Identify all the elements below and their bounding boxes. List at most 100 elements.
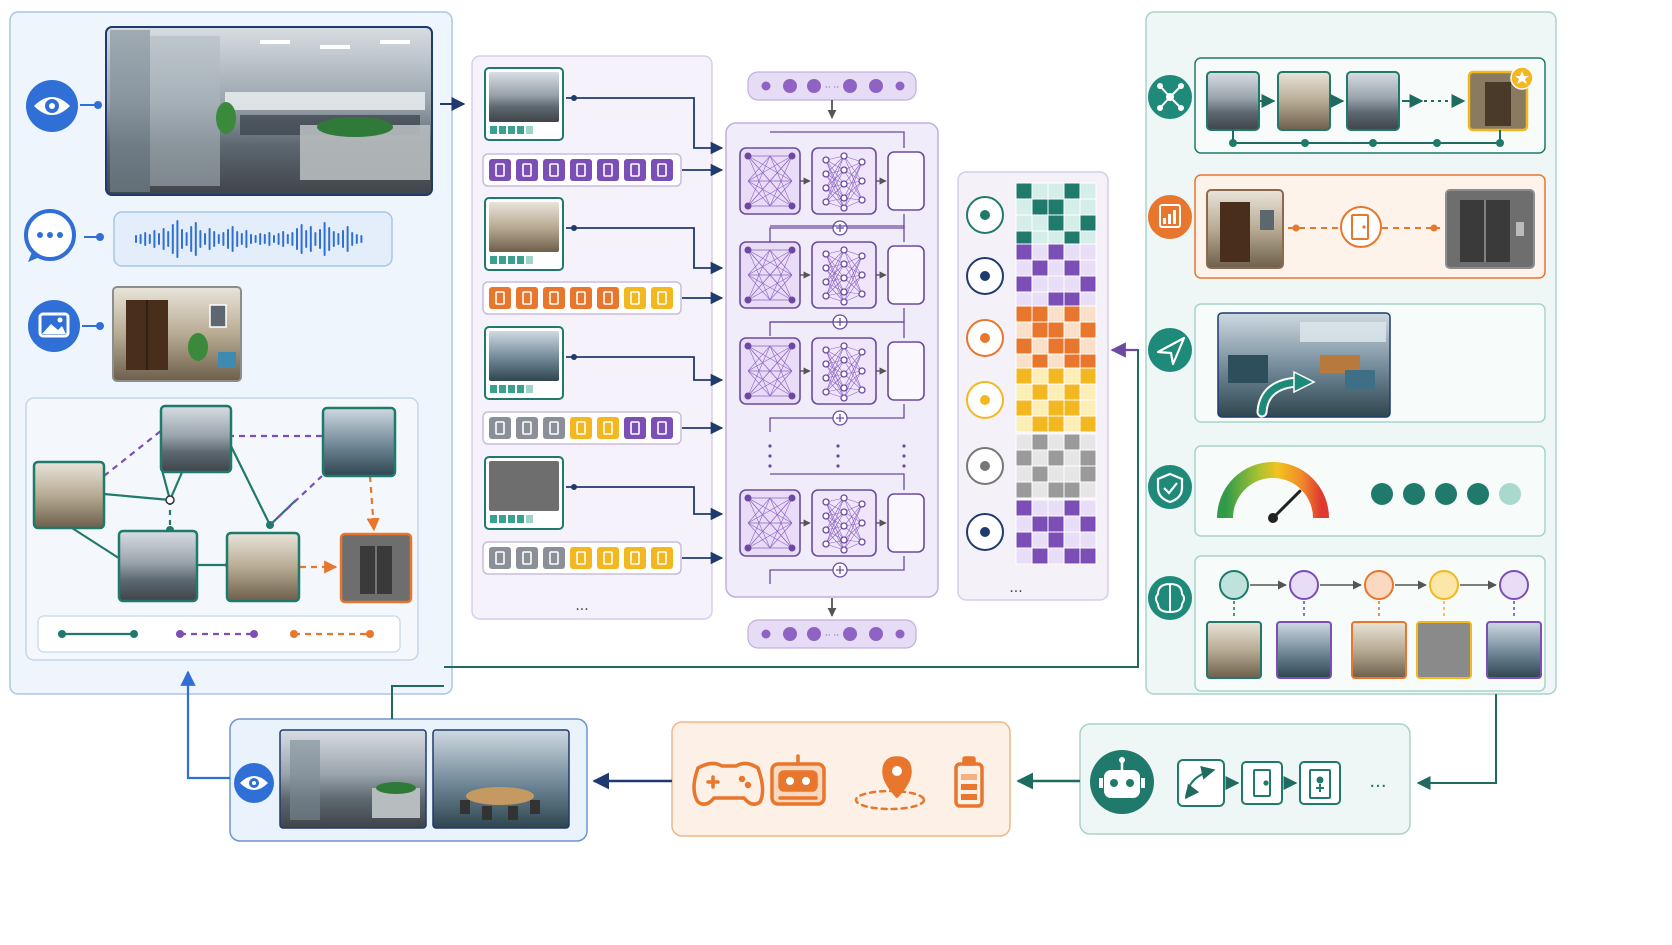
latent-token (761, 81, 771, 91)
frame-token (490, 515, 497, 523)
mlp-node (822, 156, 830, 164)
action-token (543, 159, 565, 181)
mlp-link (825, 497, 845, 531)
mlp-node (822, 170, 830, 178)
token-cell (1031, 259, 1049, 277)
mlp-link (843, 503, 863, 551)
mlp-node (840, 522, 848, 530)
token-cell (1063, 337, 1081, 355)
latent-token (783, 627, 797, 641)
action-token-strip (482, 411, 724, 445)
attention-node (744, 202, 752, 210)
mlp-link (825, 363, 845, 399)
mlp-link (843, 183, 863, 201)
door-action-icon (1241, 761, 1283, 805)
latent-token (843, 79, 857, 93)
mlp-link (843, 370, 863, 389)
mlp-node (840, 508, 848, 516)
mlp-link (825, 263, 845, 297)
norm-block (887, 341, 925, 401)
token-cell (1031, 481, 1049, 499)
mlp-node (858, 290, 866, 298)
layer-ellipsis-dot (768, 454, 772, 458)
prediction-heads (1148, 57, 1546, 692)
mlp-node (840, 394, 848, 402)
action-token (624, 547, 646, 569)
token-cell (1047, 383, 1065, 401)
confidence-dot (1499, 483, 1521, 505)
token-glyph (576, 163, 586, 177)
token-cell (1063, 481, 1081, 499)
frame-token (517, 385, 524, 393)
attention-link (747, 274, 793, 301)
attention-link (747, 497, 771, 549)
frame-token (517, 256, 524, 264)
mlp-link (843, 373, 863, 391)
gamepad-icon (692, 761, 765, 806)
token-glyph (657, 551, 667, 565)
mlp-link (825, 373, 845, 393)
node-office-open (159, 404, 233, 474)
mlp-link (843, 351, 863, 375)
norm-block (887, 151, 925, 211)
mlp-node (858, 386, 866, 394)
grid-icon-core (980, 461, 990, 471)
token-glyph (522, 291, 532, 305)
latent-ellipsis: ·· ·· (825, 631, 839, 641)
token-cell (1063, 275, 1081, 293)
input-modalities (24, 26, 433, 661)
token-cell (1063, 259, 1081, 277)
arrow-feedback-up (391, 685, 444, 719)
node-corridor (32, 460, 106, 530)
mlp-link (843, 274, 863, 303)
action-token (570, 159, 592, 181)
token-cell (1047, 275, 1065, 293)
mlp-node (822, 346, 830, 354)
attention-node (744, 544, 752, 552)
mlp-node (822, 198, 830, 206)
attention-link (747, 497, 793, 524)
token-cell (1079, 182, 1097, 200)
confidence-dots (1371, 483, 1521, 505)
token-glyph (522, 551, 532, 565)
mlp-node (822, 512, 830, 520)
image-icon (28, 300, 80, 352)
token-cell (1079, 243, 1097, 261)
attention-link (747, 522, 793, 549)
mlp-link (843, 249, 863, 295)
mlp-link (843, 351, 863, 399)
token-cell (1031, 275, 1049, 293)
token-cell (1079, 198, 1097, 216)
node-conference (117, 529, 199, 603)
token-cell (1063, 547, 1081, 565)
norm-block (887, 493, 925, 553)
mlp-node (822, 360, 830, 368)
token-cell (1063, 198, 1081, 216)
observation-frame (484, 456, 724, 530)
attention-link (769, 249, 793, 301)
vision-row (26, 26, 433, 196)
token-cell (1079, 367, 1097, 385)
memory-head (1148, 555, 1546, 692)
mlp-node (822, 540, 830, 548)
skip-path (770, 225, 905, 242)
token-cell (1063, 515, 1081, 533)
token-cell (1063, 399, 1081, 417)
token-cell (1031, 383, 1049, 401)
token-cell (1031, 182, 1049, 200)
latent-token (869, 79, 883, 93)
token-matrix (1015, 433, 1097, 499)
action-token (597, 417, 619, 439)
mlp-link (843, 497, 863, 524)
mlp-link (843, 277, 863, 295)
grid-icon-core (980, 271, 990, 281)
frame-photo (489, 331, 559, 381)
latent-token (895, 81, 905, 91)
mlp-link (825, 345, 845, 393)
frame-photo (489, 461, 559, 511)
token-glyph (603, 421, 613, 435)
layer-ellipsis-dot (902, 464, 906, 468)
mlp-link (843, 255, 863, 293)
token-cell (1015, 433, 1033, 451)
gauge-needle (1271, 489, 1302, 520)
